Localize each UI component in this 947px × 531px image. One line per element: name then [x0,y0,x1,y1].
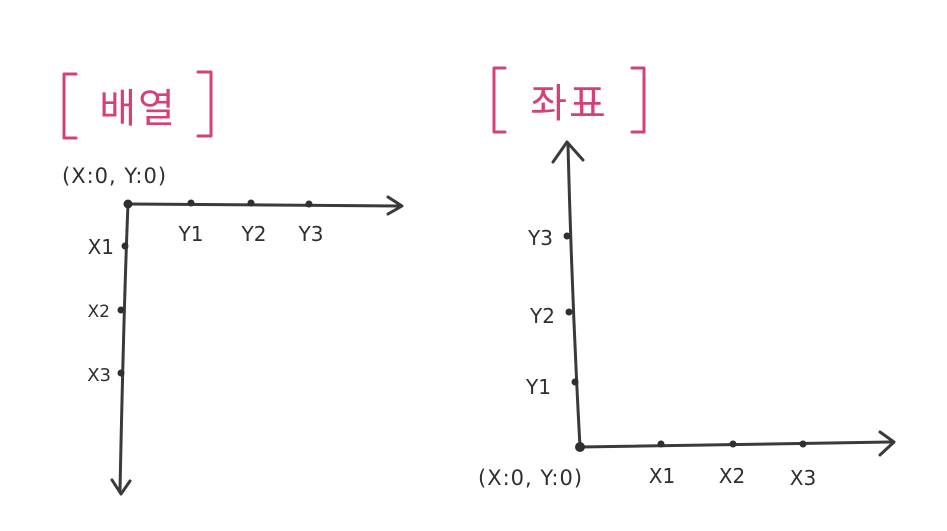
right-h-label-3: X3 [790,466,816,490]
right-v-label-1: Y3 [527,226,553,250]
left-h-label-3: Y3 [298,222,324,246]
left-panel-title: 배열 [99,86,177,132]
right-v-tick-3 [571,378,579,386]
right-title-open-bracket [492,66,507,134]
right-v-tick-2 [565,308,573,316]
right-h-label-2: X2 [719,464,745,488]
right-vertical-arrowhead [551,140,585,164]
right-panel-title: 좌표 [530,81,608,127]
left-v-label-2: X2 [88,302,110,322]
left-horizontal-axis [126,202,402,208]
left-v-label-3: X3 [87,365,111,386]
right-h-label-1: X1 [649,464,675,488]
right-v-tick-1 [563,232,571,240]
left-v-label-1: X1 [88,235,114,259]
right-h-tick-3 [799,440,807,448]
left-horizontal-arrowhead [386,195,404,216]
left-v-tick-3 [117,369,125,377]
left-panel: 배열 (X:0, Y:0) Y1 Y2 Y3 X1 X2 X3 [62,70,404,496]
left-vertical-axis [118,202,130,492]
right-horizontal-arrowhead [878,430,896,457]
right-h-tick-2 [729,440,737,448]
right-panel: 좌표 (X:0, Y:0) X1 X2 X3 Y3 Y2 Y1 [478,66,896,490]
left-v-tick-2 [117,306,125,314]
right-vertical-axis [566,144,582,449]
left-vertical-arrowhead [110,478,132,496]
left-h-tick-2 [247,199,255,207]
right-h-tick-1 [657,440,665,448]
left-h-tick-1 [187,199,195,207]
right-v-label-3: Y1 [525,375,551,399]
right-origin-label: (X:0, Y:0) [478,466,583,490]
left-title-open-bracket [62,72,78,140]
left-h-tick-3 [305,200,313,208]
left-h-label-2: Y2 [241,222,267,246]
left-origin-label: (X:0, Y:0) [62,164,167,188]
right-v-label-2: Y2 [529,304,555,328]
right-origin-dot [575,442,585,452]
left-title-close-bracket [196,70,213,138]
right-title-close-bracket [630,66,646,134]
right-horizontal-axis [578,440,895,449]
left-origin-dot [123,199,133,209]
left-v-tick-1 [121,242,129,250]
left-h-label-1: Y1 [178,222,204,246]
